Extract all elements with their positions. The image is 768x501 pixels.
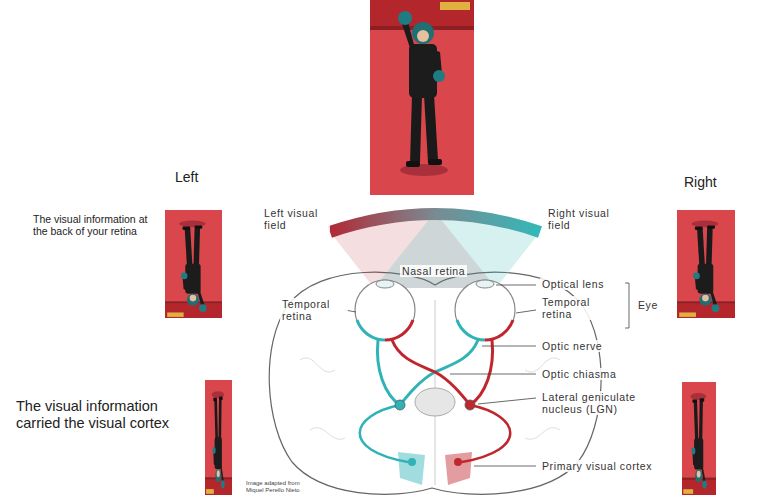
leader-lines <box>345 283 629 466</box>
part-label: Optic chiasma <box>540 368 618 380</box>
note: The visual information at the back of yo… <box>33 213 151 237</box>
side-label: Left <box>175 169 198 185</box>
field-label: Left visual field <box>262 207 330 231</box>
optic-pathway <box>392 340 470 405</box>
cortex-photo <box>682 382 716 495</box>
retina <box>357 320 385 340</box>
part-label: Lateral geniculate nucleus (LGN) <box>540 391 680 415</box>
retina <box>385 320 413 340</box>
part-label: Optic nerve <box>540 340 604 352</box>
cortex-photo <box>205 380 232 495</box>
part-label: Eye <box>636 299 660 311</box>
visual-field-arc <box>330 214 540 232</box>
leader-line <box>478 398 536 404</box>
part-label: Temporal retina <box>540 296 614 320</box>
retina <box>457 320 485 340</box>
note: The visual information carried the visua… <box>16 398 188 431</box>
thalamus <box>415 388 455 416</box>
retina <box>485 320 513 340</box>
optic-pathway <box>400 340 478 405</box>
retina-photo <box>165 210 222 318</box>
lens <box>476 280 494 288</box>
lens <box>376 280 394 288</box>
part-label: Nasal retina <box>400 265 467 277</box>
retina-photo <box>677 210 735 318</box>
cortex-dot <box>454 458 462 466</box>
part-label: Primary visual cortex <box>540 460 654 472</box>
part-label: Optical lens <box>540 278 606 290</box>
leader-line <box>474 466 536 467</box>
photo <box>370 0 474 195</box>
part-label: Temporal retina <box>280 298 348 322</box>
field-label: Right visual field <box>546 207 628 231</box>
eye <box>455 280 515 340</box>
eye <box>355 280 415 340</box>
leader-line <box>482 346 536 347</box>
lgn <box>395 400 405 410</box>
lgn <box>465 400 475 410</box>
leader-line <box>496 285 536 286</box>
leader-line <box>516 310 536 313</box>
eye-bracket <box>625 283 629 328</box>
cortex-dot <box>408 458 416 466</box>
credit: Image adapted from Miquel Perello Nieto <box>246 480 302 493</box>
cortex-area <box>398 452 425 485</box>
leader-line <box>450 374 536 375</box>
side-label: Right <box>684 174 717 190</box>
optic-pathway <box>470 340 493 405</box>
cortex-area <box>445 452 472 485</box>
